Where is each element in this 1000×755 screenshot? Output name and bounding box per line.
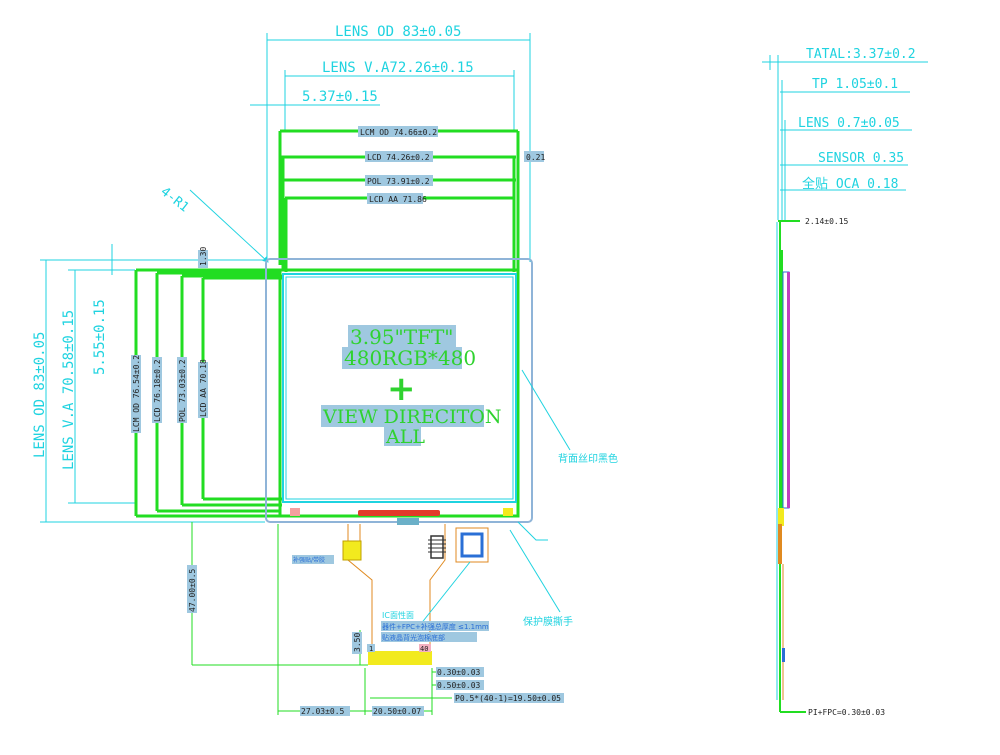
side-lens-label: LENS 0.7±0.05 [798,116,900,131]
side-dimension-lines [762,55,928,220]
ic-face-callout: IC面性面 [382,610,414,620]
top-lens-va-label: LENS V.A72.26±0.15 [322,60,474,76]
lcd-label: LCD 74.26±0.2 [367,153,430,162]
side-total-label: TATAL:3.37±0.2 [806,47,916,62]
center-text: 3.95"TFT" 480RGB*480 + VIEW DIRECITON AL… [321,325,502,448]
back-print-callout: 背面丝印黑色 [558,452,618,465]
side-sensor-label: SENSOR 0.35 [818,151,904,166]
horizontal-layer-labels: LCM OD 74.66±0.2 LCD 74.26±0.2 POL 73.91… [358,126,545,204]
side-fpc-label: PI+FPC=0.30±0.03 [808,708,885,717]
protect-film-callout: 保护膜撕手 [523,615,573,628]
center-line-3: VIEW DIRECITON [322,406,502,428]
side-stack [776,222,806,713]
stiffener-callout: 贴液晶背光泡棉底部 [382,633,445,642]
fpc-width-20-label: 20.50±0.07 [373,707,421,716]
fpc-3-50-label: 3.50 [353,633,362,652]
lcd-aa-label: LCD AA 71.86 [369,195,427,204]
left-dimensions [40,244,265,523]
left-lens-va-label: LENS V.A 70.58±0.15 [61,310,77,470]
center-cross: + [387,369,416,409]
center-line-4: ALL [385,426,425,448]
v-lcm-od-label: LCM OD 76.54±0.2 [132,355,141,432]
fpc-050-label: 0.50±0.03 [437,681,481,690]
thickness-callout: 器件+FPC+补强总厚度 ≤1.1mm [382,622,489,631]
v-lcd-label: LCD 76.18±0.2 [153,359,162,422]
center-line-1: 3.95"TFT" [350,325,454,349]
stiffener-inner [460,532,484,558]
part-label: 补强贴/带胶 [293,556,325,564]
connector-pad [368,651,432,665]
top-lens-od-label: LENS OD 83±0.05 [335,24,461,40]
top-dimensions [250,33,531,262]
corner-radius-label: 4-R1 [158,184,192,215]
ic-chip [430,535,444,559]
pin-40-label: 40 [420,645,428,653]
side-tp-label: TP 1.05±0.1 [812,77,898,92]
gap-label: 0.21 [526,153,545,162]
fpc-length-label: 47.00±0.5 [188,568,197,612]
fpc-030-label: 0.30±0.03 [437,668,481,677]
left-offset-label: 5.55±0.15 [92,299,108,375]
lcd-outline [282,273,517,503]
fpc-pitch-label: P0.5*(40-1)=19.50±0.05 [455,694,561,703]
left-lens-od-label: LENS OD 83±0.05 [32,332,48,458]
active-area [285,276,514,500]
top-offset-label: 5.37±0.15 [302,89,378,105]
small-offset-label: 1.30 [199,247,208,266]
center-line-2: 480RGB*480 [344,346,476,370]
ic-callouts: IC面性面 器件+FPC+补强总厚度 ≤1.1mm 贴液晶背光泡棉底部 [381,610,489,642]
stiffener-outer [455,527,489,563]
lcm-od-label: LCM OD 74.66±0.2 [360,128,437,137]
vertical-layer-labels: LCM OD 76.54±0.2 LCD 76.18±0.2 POL 73.03… [131,355,208,433]
front-view: LENS OD 83±0.05 LENS V.A72.26±0.15 5.37±… [32,24,618,716]
pol-label: POL 73.91±0.2 [367,177,430,186]
side-thk-label: 2.14±0.15 [805,217,849,226]
v-lcd-aa-label: LCD AA 70.18 [199,359,208,417]
side-view: TATAL:3.37±0.2 TP 1.05±0.1 LENS 0.7±0.05… [762,47,928,717]
v-pol-label: POL 73.03±0.2 [178,359,187,422]
side-oca-label: 全贴 OCA 0.18 [802,176,898,192]
fpc-component [342,540,362,561]
bottom-strip [290,508,513,525]
fpc-width-27-label: 27.03±0.5 [301,707,345,716]
pin-1-label: 1 [369,645,373,653]
